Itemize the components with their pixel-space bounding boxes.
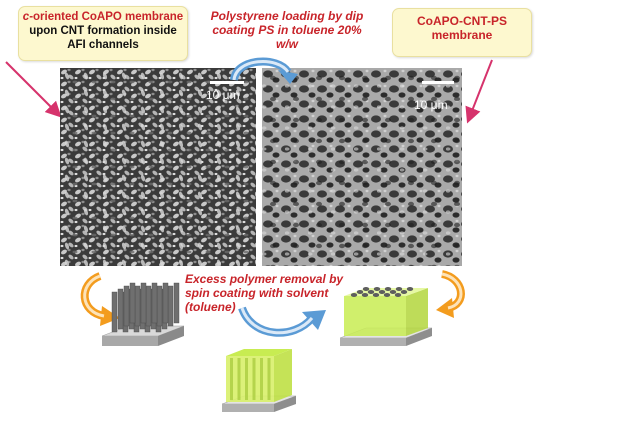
rod-texture [60,68,256,266]
carbon-nanotube [151,282,158,324]
left-scale-label: 10 μm [206,88,240,102]
right-membrane-label: CoAPO-CNT-PS membrane [392,8,532,57]
embedded-nanotube [230,358,233,400]
nanotube-tip [372,293,380,297]
nanotube-tip [394,293,402,297]
cnt-array-schematic [101,282,185,346]
left-label-line2: upon CNT formation inside [29,25,177,37]
embedded-nanotube [267,358,271,400]
nanotube-tip [367,290,375,294]
nanotube-tip [395,287,403,291]
nanotube-tip [389,290,397,294]
nanotube-tip [361,293,369,297]
carbon-nanotube [123,285,130,327]
top-caption: Polystyrene loading by dip coating PS in… [202,9,372,51]
nanotube-tip [362,287,370,291]
top-caption-line2: coating PS in toluene 20% [212,23,362,37]
nanotube-tip [406,287,414,291]
left-label-line1: -oriented CoAPO membrane [29,11,184,23]
italic-c: c [22,11,30,23]
embedded-nanotube [245,358,248,400]
carbon-nanotube [134,285,141,327]
left-sem-micrograph: 10 μm [60,68,256,266]
embedded-nanotube [252,358,256,400]
left-scale-bar [210,81,244,84]
nanotube-tip [350,293,358,297]
nanotube-tip [356,290,364,294]
spin-coated-block-schematic [221,349,297,412]
blue-curved-arrow-top-icon [230,57,298,84]
top-caption-line1: Polystyrene loading by dip [210,9,364,23]
carbon-nanotube [173,282,180,324]
top-caption-line3: w/w [275,37,298,51]
embedded-nanotube [237,358,241,400]
embedded-nanotube [260,358,263,400]
carbon-nanotube [167,285,174,327]
nanotube-tip [384,287,392,291]
carbon-nanotube [162,282,169,324]
polymer-filled-array-schematic [339,287,433,346]
right-label-line2: membrane [431,28,493,42]
left-membrane-label: c-oriented CoAPO membrane upon CNT forma… [18,6,188,61]
blue-curved-arrow-bottom-icon [238,306,326,337]
carbon-nanotube [140,282,147,324]
right-sem-micrograph: 10 μm [262,68,462,266]
middle-caption-line3: (toluene) [185,300,236,314]
nanotube-tip [400,290,408,294]
middle-caption-line1: Excess polymer removal by [185,272,344,286]
right-scale-label: 10 μm [414,98,448,112]
orange-curved-arrow-left-icon [80,272,120,326]
left-label-line3: AFI channels [67,39,139,51]
carbon-nanotube [117,288,124,330]
carbon-nanotube [145,285,152,327]
carbon-nanotube [111,291,118,333]
middle-caption: Excess polymer removal by spin coating w… [185,272,375,314]
nanotube-tip [373,287,381,291]
middle-caption-line2: spin coating with solvent [185,286,329,300]
orange-curved-arrow-right-icon [436,270,465,318]
right-label-line1: CoAPO-CNT-PS [417,14,507,28]
nanotube-tip [378,290,386,294]
carbon-nanotube [129,282,136,324]
pore-texture [262,68,462,266]
nanotube-tip [383,293,391,297]
carbon-nanotube [156,285,163,327]
right-scale-bar [422,81,454,84]
